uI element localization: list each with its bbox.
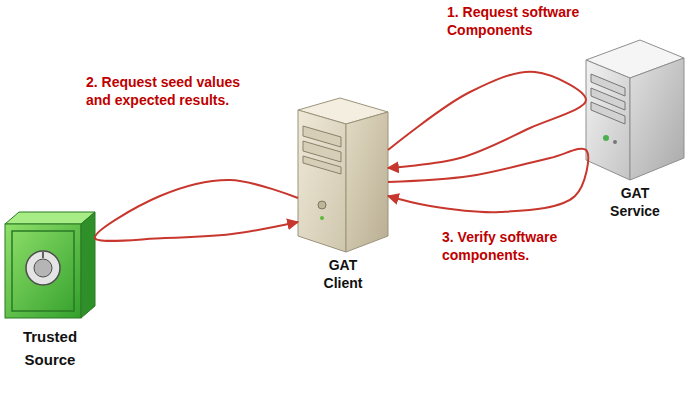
- step-label: 1. Request software Components: [445, 4, 614, 39]
- tower-front: [298, 110, 346, 252]
- step-label: 2. Request seed values and expected resu…: [84, 74, 248, 109]
- flow-arrow: [95, 180, 298, 241]
- icon-node: GAT Service: [586, 40, 684, 220]
- icon-node: GAT Client: [298, 98, 388, 292]
- icon-node: Trusted Source: [5, 212, 95, 371]
- server-light: [603, 135, 609, 141]
- node-label: GAT Client: [312, 256, 374, 292]
- service-server-icon: [586, 40, 684, 180]
- safe-dial-mark: [42, 252, 44, 258]
- server-front: [586, 60, 630, 180]
- flow-arrow: [388, 72, 586, 168]
- flow-arrow: [388, 149, 588, 213]
- server-slot: [591, 102, 625, 124]
- server-side: [630, 58, 684, 180]
- tower-side: [346, 112, 388, 252]
- safe-top: [5, 212, 95, 224]
- safe-dial-center: [34, 259, 52, 277]
- power-button: [318, 201, 326, 209]
- step-label: 3. Verify software components.: [440, 229, 604, 264]
- safe-icon: [5, 212, 95, 318]
- node-label: Trusted Source: [19, 326, 81, 371]
- safe-dial: [26, 251, 60, 285]
- safe-door: [12, 231, 74, 311]
- drive-bay: [303, 156, 341, 174]
- safe-side: [81, 212, 95, 318]
- node-label: GAT Service: [604, 184, 666, 220]
- server-light: [613, 140, 617, 144]
- safe-front: [5, 224, 81, 318]
- power-light: [320, 216, 324, 220]
- client-server-icon: [298, 98, 388, 252]
